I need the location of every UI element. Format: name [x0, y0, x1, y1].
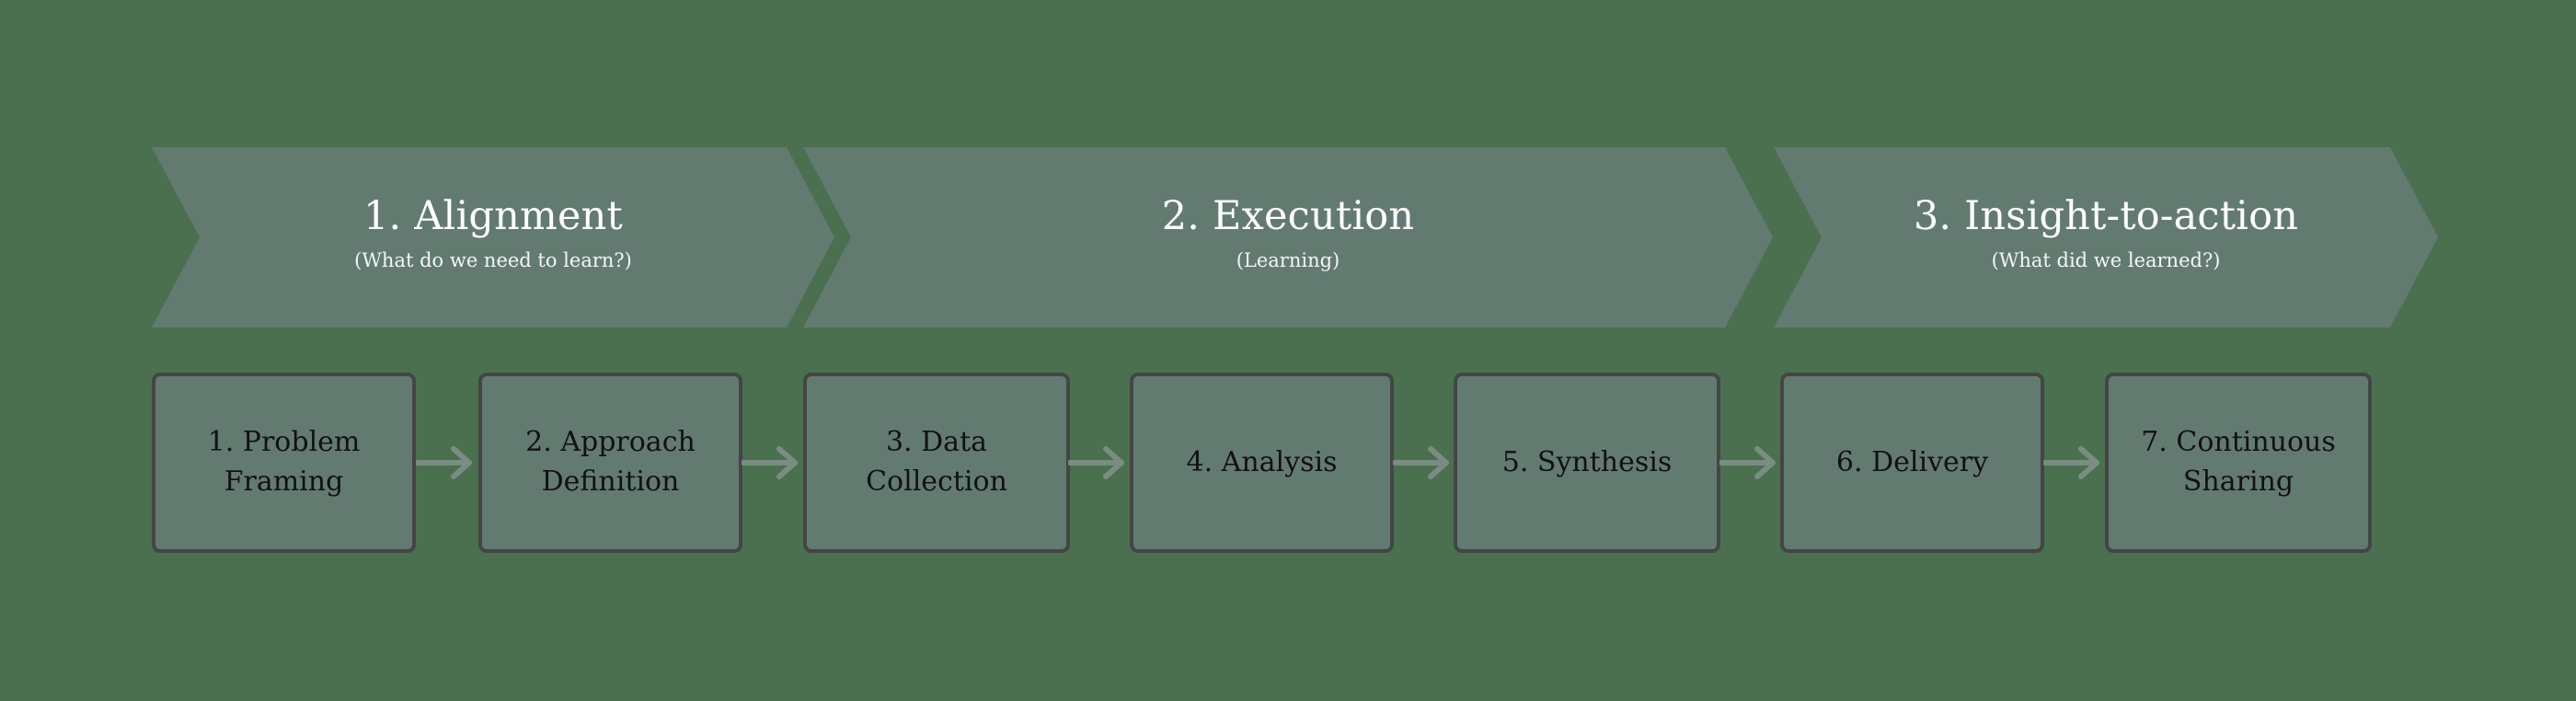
step-box-delivery[interactable]: 6. Delivery [1780, 373, 2044, 553]
phase-chevron-alignment[interactable]: 1. Alignment (What do we need to learn?) [152, 147, 834, 328]
arrow-right-icon [1393, 444, 1459, 481]
phase-subtitle: (What do we need to learn?) [354, 248, 632, 271]
step-box-problem-framing[interactable]: 1. Problem Framing [152, 373, 416, 553]
phase-chevron-row: 1. Alignment (What do we need to learn?)… [0, 147, 2576, 328]
step-label: 1. Problem Framing [207, 426, 361, 498]
step-box-row: 1. Problem Framing 2. Approach Definitio… [0, 373, 2576, 553]
step-label: 6. Delivery [1835, 445, 1989, 478]
arrow-right-icon [1719, 444, 1786, 481]
phase-subtitle: (Learning) [1236, 248, 1340, 271]
step-label: 3. Data Collection [866, 426, 1007, 498]
arrow-right-icon [416, 444, 482, 481]
step-box-continuous-sharing[interactable]: 7. Continuous Sharing [2105, 373, 2372, 553]
step-label: 4. Analysis [1186, 445, 1338, 478]
phase-title: 3. Insight-to-action [1913, 193, 2299, 240]
phase-title: 1. Alignment [362, 193, 624, 240]
phase-title: 2. Execution [1161, 193, 1415, 240]
step-box-approach-definition[interactable]: 2. Approach Definition [478, 373, 742, 553]
arrow-right-icon [1068, 444, 1134, 481]
step-label: 5. Synthesis [1501, 445, 1673, 478]
phase-chevron-execution[interactable]: 2. Execution (Learning) [803, 147, 1773, 328]
phase-subtitle: (What did we learned?) [1991, 248, 2221, 271]
phase-chevron-content: 3. Insight-to-action (What did we learne… [1914, 196, 2298, 271]
step-box-data-collection[interactable]: 3. Data Collection [803, 373, 1070, 553]
phase-chevron-insight-to-action[interactable]: 3. Insight-to-action (What did we learne… [1774, 147, 2438, 328]
step-label: 7. Continuous Sharing [2141, 426, 2336, 498]
step-box-synthesis[interactable]: 5. Synthesis [1454, 373, 1720, 553]
arrow-right-icon [2043, 444, 2110, 481]
step-label: 2. Approach Definition [525, 426, 696, 498]
arrow-right-icon [742, 444, 808, 481]
phase-chevron-content: 1. Alignment (What do we need to learn?) [354, 196, 632, 271]
phase-chevron-content: 2. Execution (Learning) [1162, 196, 1415, 271]
step-box-analysis[interactable]: 4. Analysis [1130, 373, 1394, 553]
